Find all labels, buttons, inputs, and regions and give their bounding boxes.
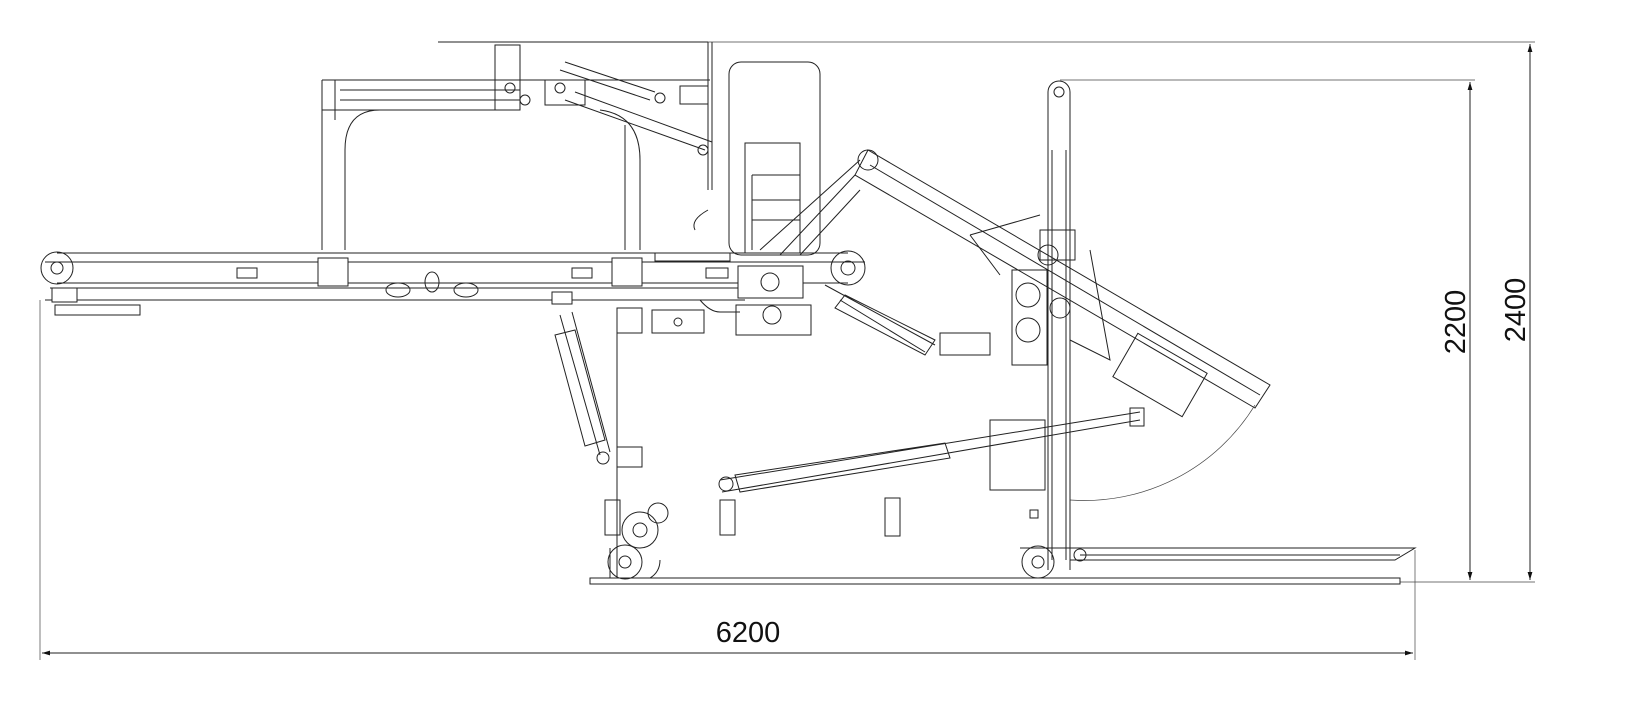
- vertical-mast: [1011, 80, 1417, 579]
- hydraulic-cylinders: [551, 284, 1145, 493]
- operator-panel: [728, 61, 821, 256]
- infeed-conveyor: [40, 250, 866, 336]
- main-frame: [589, 299, 1401, 585]
- dimension-lines: [39, 41, 1535, 660]
- inclined-conveyor: [759, 149, 1271, 501]
- dimension-length-label: 6200: [716, 617, 781, 649]
- upper-frame: [321, 41, 713, 250]
- dimension-overall-height-label: 2400: [1500, 278, 1532, 343]
- dimension-mast-height-label: 2200: [1440, 290, 1472, 355]
